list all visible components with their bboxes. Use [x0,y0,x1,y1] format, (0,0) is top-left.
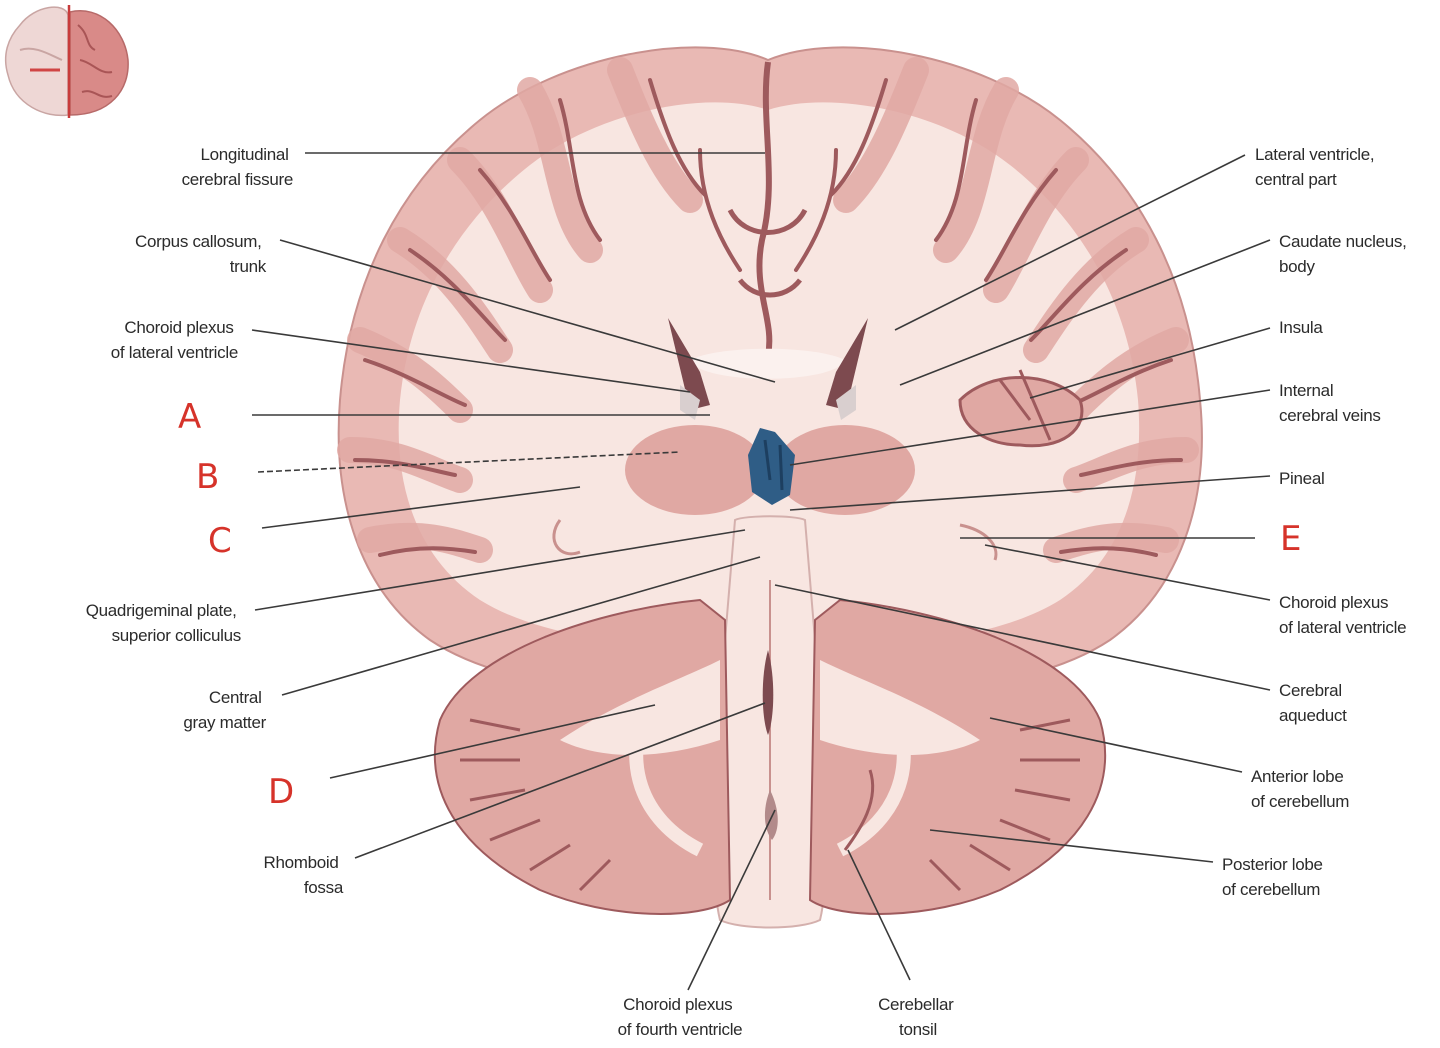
label-caudate-nucleus: Caudate nucleus, body [1279,232,1411,276]
label-quadrigeminal-plate: Quadrigeminal plate, superior colliculus [86,601,241,645]
label-corpus-callosum: Corpus callosum, trunk [135,232,267,276]
bottom-labels: Choroid plexus of fourth ventricle Cereb… [618,995,958,1039]
label-choroid-plexus-lateral-right: Choroid plexus of lateral ventricle [1279,593,1406,637]
label-choroid-plexus-lateral-left: Choroid plexus of lateral ventricle [111,318,238,362]
label-posterior-lobe-cerebellum: Posterior lobe of cerebellum [1222,855,1327,899]
label-central-gray-matter: Central gray matter [183,688,266,732]
label-pineal: Pineal [1279,469,1324,488]
handwritten-letter-c: C [208,521,232,561]
label-longitudinal-fissure: Longitudinal cerebral fissure [182,145,293,189]
handwritten-letters: A B C D E [178,397,1301,812]
label-cerebral-aqueduct: Cerebral aqueduct [1279,681,1347,725]
label-choroid-plexus-fourth: Choroid plexus of fourth ventricle [618,995,743,1039]
handwritten-letter-b: B [196,457,219,497]
label-lateral-ventricle-central: Lateral ventricle, central part [1255,145,1379,189]
left-labels: Longitudinal cerebral fissure Corpus cal… [86,145,344,897]
label-internal-cerebral-veins: Internal cerebral veins [1279,381,1381,425]
leader-lines [251,152,1271,991]
label-anterior-lobe-cerebellum: Anterior lobe of cerebellum [1251,767,1349,811]
brainstem [713,515,827,929]
handwritten-letter-a: A [178,397,201,437]
handwritten-letter-e: E [1280,519,1301,559]
label-rhomboid-fossa: Rhomboid fossa [263,853,343,897]
cerebellum [433,598,1107,915]
label-cerebellar-tonsil: Cerebellar tonsil [878,995,958,1039]
brain-orientation-thumbnail-icon [4,5,129,118]
cerebrum [337,46,1203,696]
label-insula: Insula [1279,318,1323,337]
right-labels: Lateral ventricle, central part Caudate … [1222,145,1411,899]
handwritten-letter-d: D [268,772,294,812]
